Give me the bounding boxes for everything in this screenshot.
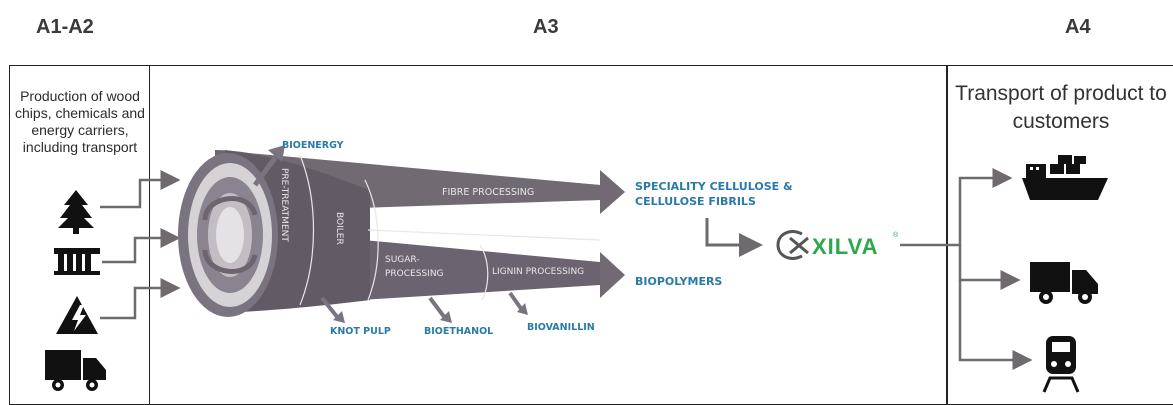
cellulose-to-logo-arrow (705, 218, 763, 257)
fibre-arrowhead (600, 170, 625, 214)
output-arrow-ship (900, 168, 1013, 247)
header-a3: A3 (533, 16, 559, 38)
biopolymer-arrowhead (600, 252, 625, 298)
logo-text: XILVA (812, 234, 879, 259)
input-truck-icon (45, 350, 106, 391)
ship-icon (1022, 155, 1108, 200)
exilva-logo: XILVA ® (776, 230, 899, 260)
tree-icon (58, 190, 94, 234)
fibre-processing-label: FIBRE PROCESSING (442, 187, 534, 198)
test-tubes-icon (54, 248, 100, 275)
log-cross-section-icon (178, 153, 278, 317)
input-arrow-energy (100, 278, 181, 320)
electricity-hazard-icon (56, 296, 98, 334)
knot-pulp-label: KNOT PULP (330, 326, 391, 337)
biovanillin-label: BIOVANILLIN (527, 322, 595, 333)
bioethanol-label: BIOETHANOL (424, 326, 493, 337)
lignin-processing-label: LIGNIN PROCESSING (492, 267, 584, 277)
knot-pulp-arrow (320, 296, 340, 320)
input-arrow-chemicals (102, 228, 181, 264)
sugar-processing-label-2: PROCESSING (385, 269, 444, 279)
bioenergy-label: BIOENERGY (282, 140, 344, 151)
output-arrow-truck (958, 245, 1021, 290)
production-description: Production of wood chips, chemicals and … (15, 88, 145, 155)
header-a1-a2: A1-A2 (36, 16, 94, 38)
sugar-processing-label-1: SUGAR- (385, 255, 420, 265)
process-diagram: BIOENERGY PRE-TREATMENT BOILER FIBRE PRO… (45, 140, 1108, 393)
transport-description: Transport of product to customers (955, 82, 1167, 133)
boiler-label: BOILER (334, 212, 344, 245)
logo-registered: ® (893, 231, 899, 239)
pretreatment-label: PRE-TREATMENT (279, 168, 289, 242)
bioenergy-arrow (252, 156, 278, 187)
biovanillin-arrow (508, 291, 524, 312)
train-icon (1042, 336, 1080, 393)
output-arrow-train (958, 280, 1033, 370)
speciality-cellulose-label-1: SPECIALITY CELLULOSE & (635, 180, 793, 193)
biopolymers-label: BIOPOLYMERS (635, 275, 722, 288)
bioethanol-arrow (428, 296, 447, 320)
output-truck-icon (1030, 262, 1098, 304)
speciality-cellulose-label-2: CELLULOSE FIBRILS (635, 195, 756, 208)
input-arrow-wood (100, 170, 181, 209)
header-a4: A4 (1065, 16, 1091, 38)
